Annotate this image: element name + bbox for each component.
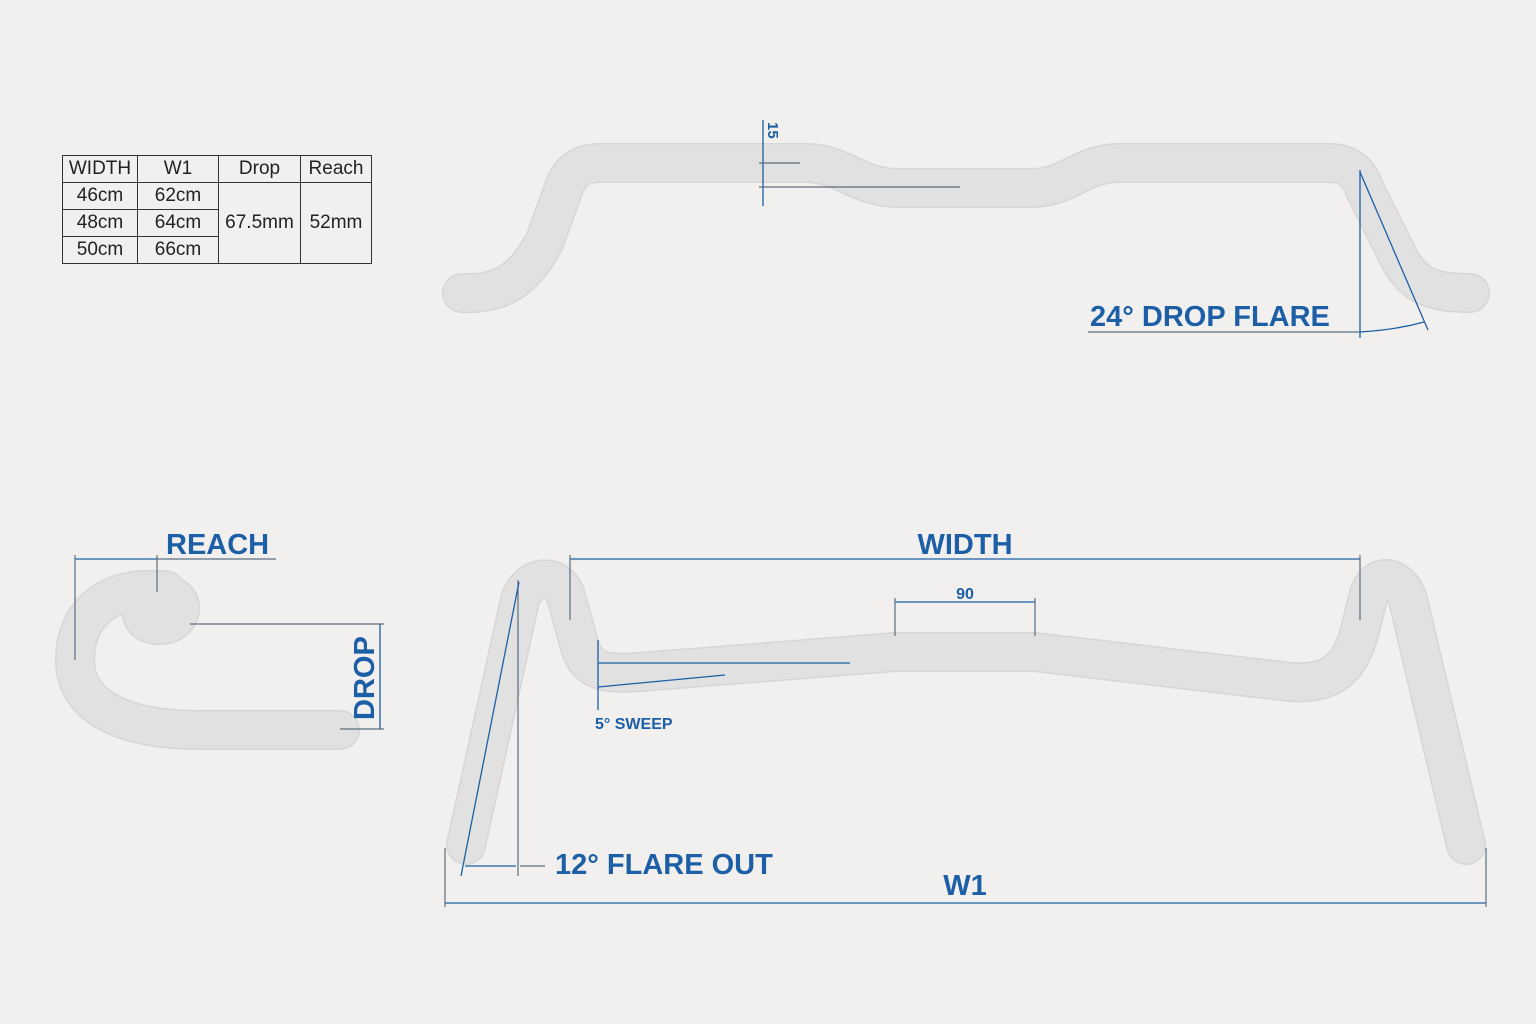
table-row: 46cm 62cm 67.5mm 52mm bbox=[62, 182, 372, 264]
reach-label: REACH bbox=[166, 529, 269, 561]
center-label: 90 bbox=[956, 586, 974, 603]
front-view-handlebar bbox=[446, 559, 1486, 865]
flare-out-dimension: 12° FLARE OUT bbox=[460, 580, 773, 881]
sweep-label: 5° SWEEP bbox=[595, 716, 673, 733]
header-width: WIDTH bbox=[62, 155, 138, 183]
drop-flare-label: 24° DROP FLARE bbox=[1090, 301, 1330, 333]
cell-drop: 67.5mm bbox=[218, 182, 301, 264]
top-view-handlebar bbox=[442, 143, 1490, 314]
header-w1: W1 bbox=[137, 155, 219, 183]
cell-w1: 64cm bbox=[137, 209, 219, 237]
drop-flare-dimension: 24° DROP FLARE bbox=[1088, 170, 1429, 338]
w1-label: W1 bbox=[943, 870, 987, 902]
drop-label: DROP bbox=[349, 636, 381, 720]
reach-drop-dimensions: REACH DROP bbox=[74, 529, 384, 730]
rise-dimension: 15 bbox=[759, 120, 960, 206]
table-header-row: WIDTH W1 Drop Reach bbox=[62, 155, 372, 183]
width-label: WIDTH bbox=[917, 529, 1012, 561]
table-row: 48cm 64cm bbox=[62, 209, 372, 237]
table-row: 50cm 66cm bbox=[62, 236, 372, 264]
rise-label: 15 bbox=[764, 122, 781, 139]
size-table: WIDTH W1 Drop Reach 46cm 62cm 67.5mm 52m… bbox=[62, 155, 372, 264]
cell-width: 50cm bbox=[62, 236, 138, 264]
flare-out-label: 12° FLARE OUT bbox=[555, 849, 773, 881]
width-dimension: WIDTH bbox=[569, 529, 1361, 620]
cell-w1: 66cm bbox=[137, 236, 219, 264]
side-view-handlebar bbox=[55, 570, 360, 750]
header-reach: Reach bbox=[300, 155, 372, 183]
w1-dimension: W1 bbox=[444, 848, 1487, 907]
center-dimension: 90 bbox=[894, 586, 1036, 636]
cell-width: 48cm bbox=[62, 209, 138, 237]
cell-reach: 52mm bbox=[300, 182, 372, 264]
sweep-dimension: 5° SWEEP bbox=[595, 640, 850, 733]
